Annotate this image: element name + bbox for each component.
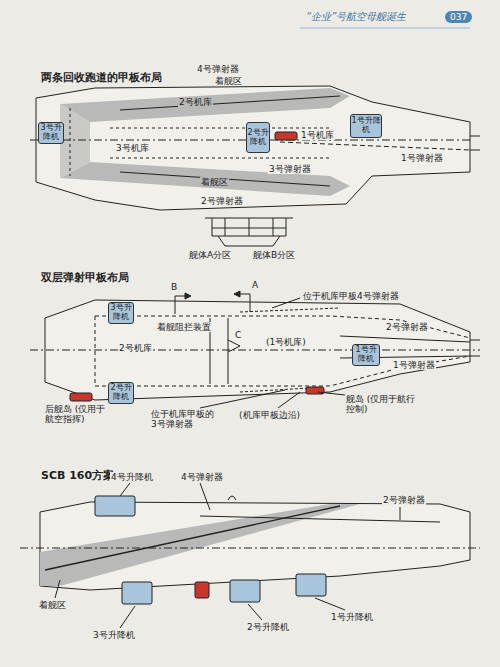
deck-layout-1 (30, 86, 480, 246)
elevator-label: 2号升降机 (109, 384, 133, 402)
part-label: 后舰岛 (仅用于航空指挥) (44, 404, 108, 425)
part-label: 2号弹射器 (385, 322, 429, 332)
part-label: (机库甲板边沿) (238, 410, 301, 420)
part-label: 1号升降机 (330, 612, 374, 622)
part-label: 舰岛 (仅用于航行控制) (345, 394, 417, 415)
part-label: 2号弹射器 (382, 495, 426, 505)
part-label: 2号机库 (178, 97, 213, 107)
elevator-box: 2号升降机 (108, 382, 134, 404)
part-label: 着舰区 (38, 600, 67, 610)
part-label: 3号升降机 (92, 630, 136, 640)
part-label: 4号弹射器 (196, 64, 240, 74)
elevator-label: 3号升降机 (109, 304, 133, 322)
section-title: 两条回收跑道的甲板布局 (40, 72, 163, 85)
part-label: 2号升降机 (246, 622, 290, 632)
part-label: 着舰阻拦装置 (156, 322, 212, 332)
part-label: 2号机库 (118, 343, 153, 353)
part-label: B (170, 282, 178, 292)
elevator-box: 2号升降机 (246, 122, 270, 153)
part-label: (1号机库) (265, 337, 307, 347)
elevator-label: 2号升降机 (247, 129, 269, 147)
part-label: 3号弹射器 (268, 164, 312, 174)
elevator-label: 3号升降机 (39, 124, 63, 142)
part-label: 着舰区 (200, 177, 229, 187)
part-label: 4号弹射器 (180, 472, 224, 482)
part-label: 位于机库甲板4号弹射器 (302, 291, 400, 301)
deck-layout-3 (20, 483, 480, 628)
running-head: “企业”号航空母舰诞生 (305, 11, 407, 23)
part-label: 位于机库甲板的3号弹射器 (150, 409, 216, 430)
part-label: 2号弹射器 (200, 196, 244, 206)
elevator-label: 1号升降机 (351, 117, 381, 135)
part-label: A (251, 280, 259, 290)
deck-layout-2 (30, 291, 480, 408)
part-label: 1号弹射器 (392, 360, 436, 370)
part-label: C (234, 330, 242, 340)
section-title: 双层弹射甲板布局 (40, 272, 130, 285)
part-label: 1号机库 (300, 130, 335, 140)
elevator-box: 3号升降机 (108, 302, 134, 324)
part-label: 3号机库 (115, 143, 150, 153)
elevator-label: 1号升降机 (353, 346, 379, 364)
page-number: 037 (445, 11, 472, 23)
part-label: 着舰区 (214, 76, 243, 86)
elevator-box: 1号升降机 (350, 114, 382, 138)
part-label: 舰体B分区 (252, 250, 296, 260)
section-title: SCB 160方案 (40, 470, 115, 483)
part-label: 1号弹射器 (400, 153, 444, 163)
elevator-box: 3号升降机 (38, 122, 64, 144)
part-label: 舰体A分区 (188, 250, 232, 260)
elevator-box: 1号升降机 (352, 344, 380, 366)
part-label: 4号升降机 (110, 472, 154, 482)
